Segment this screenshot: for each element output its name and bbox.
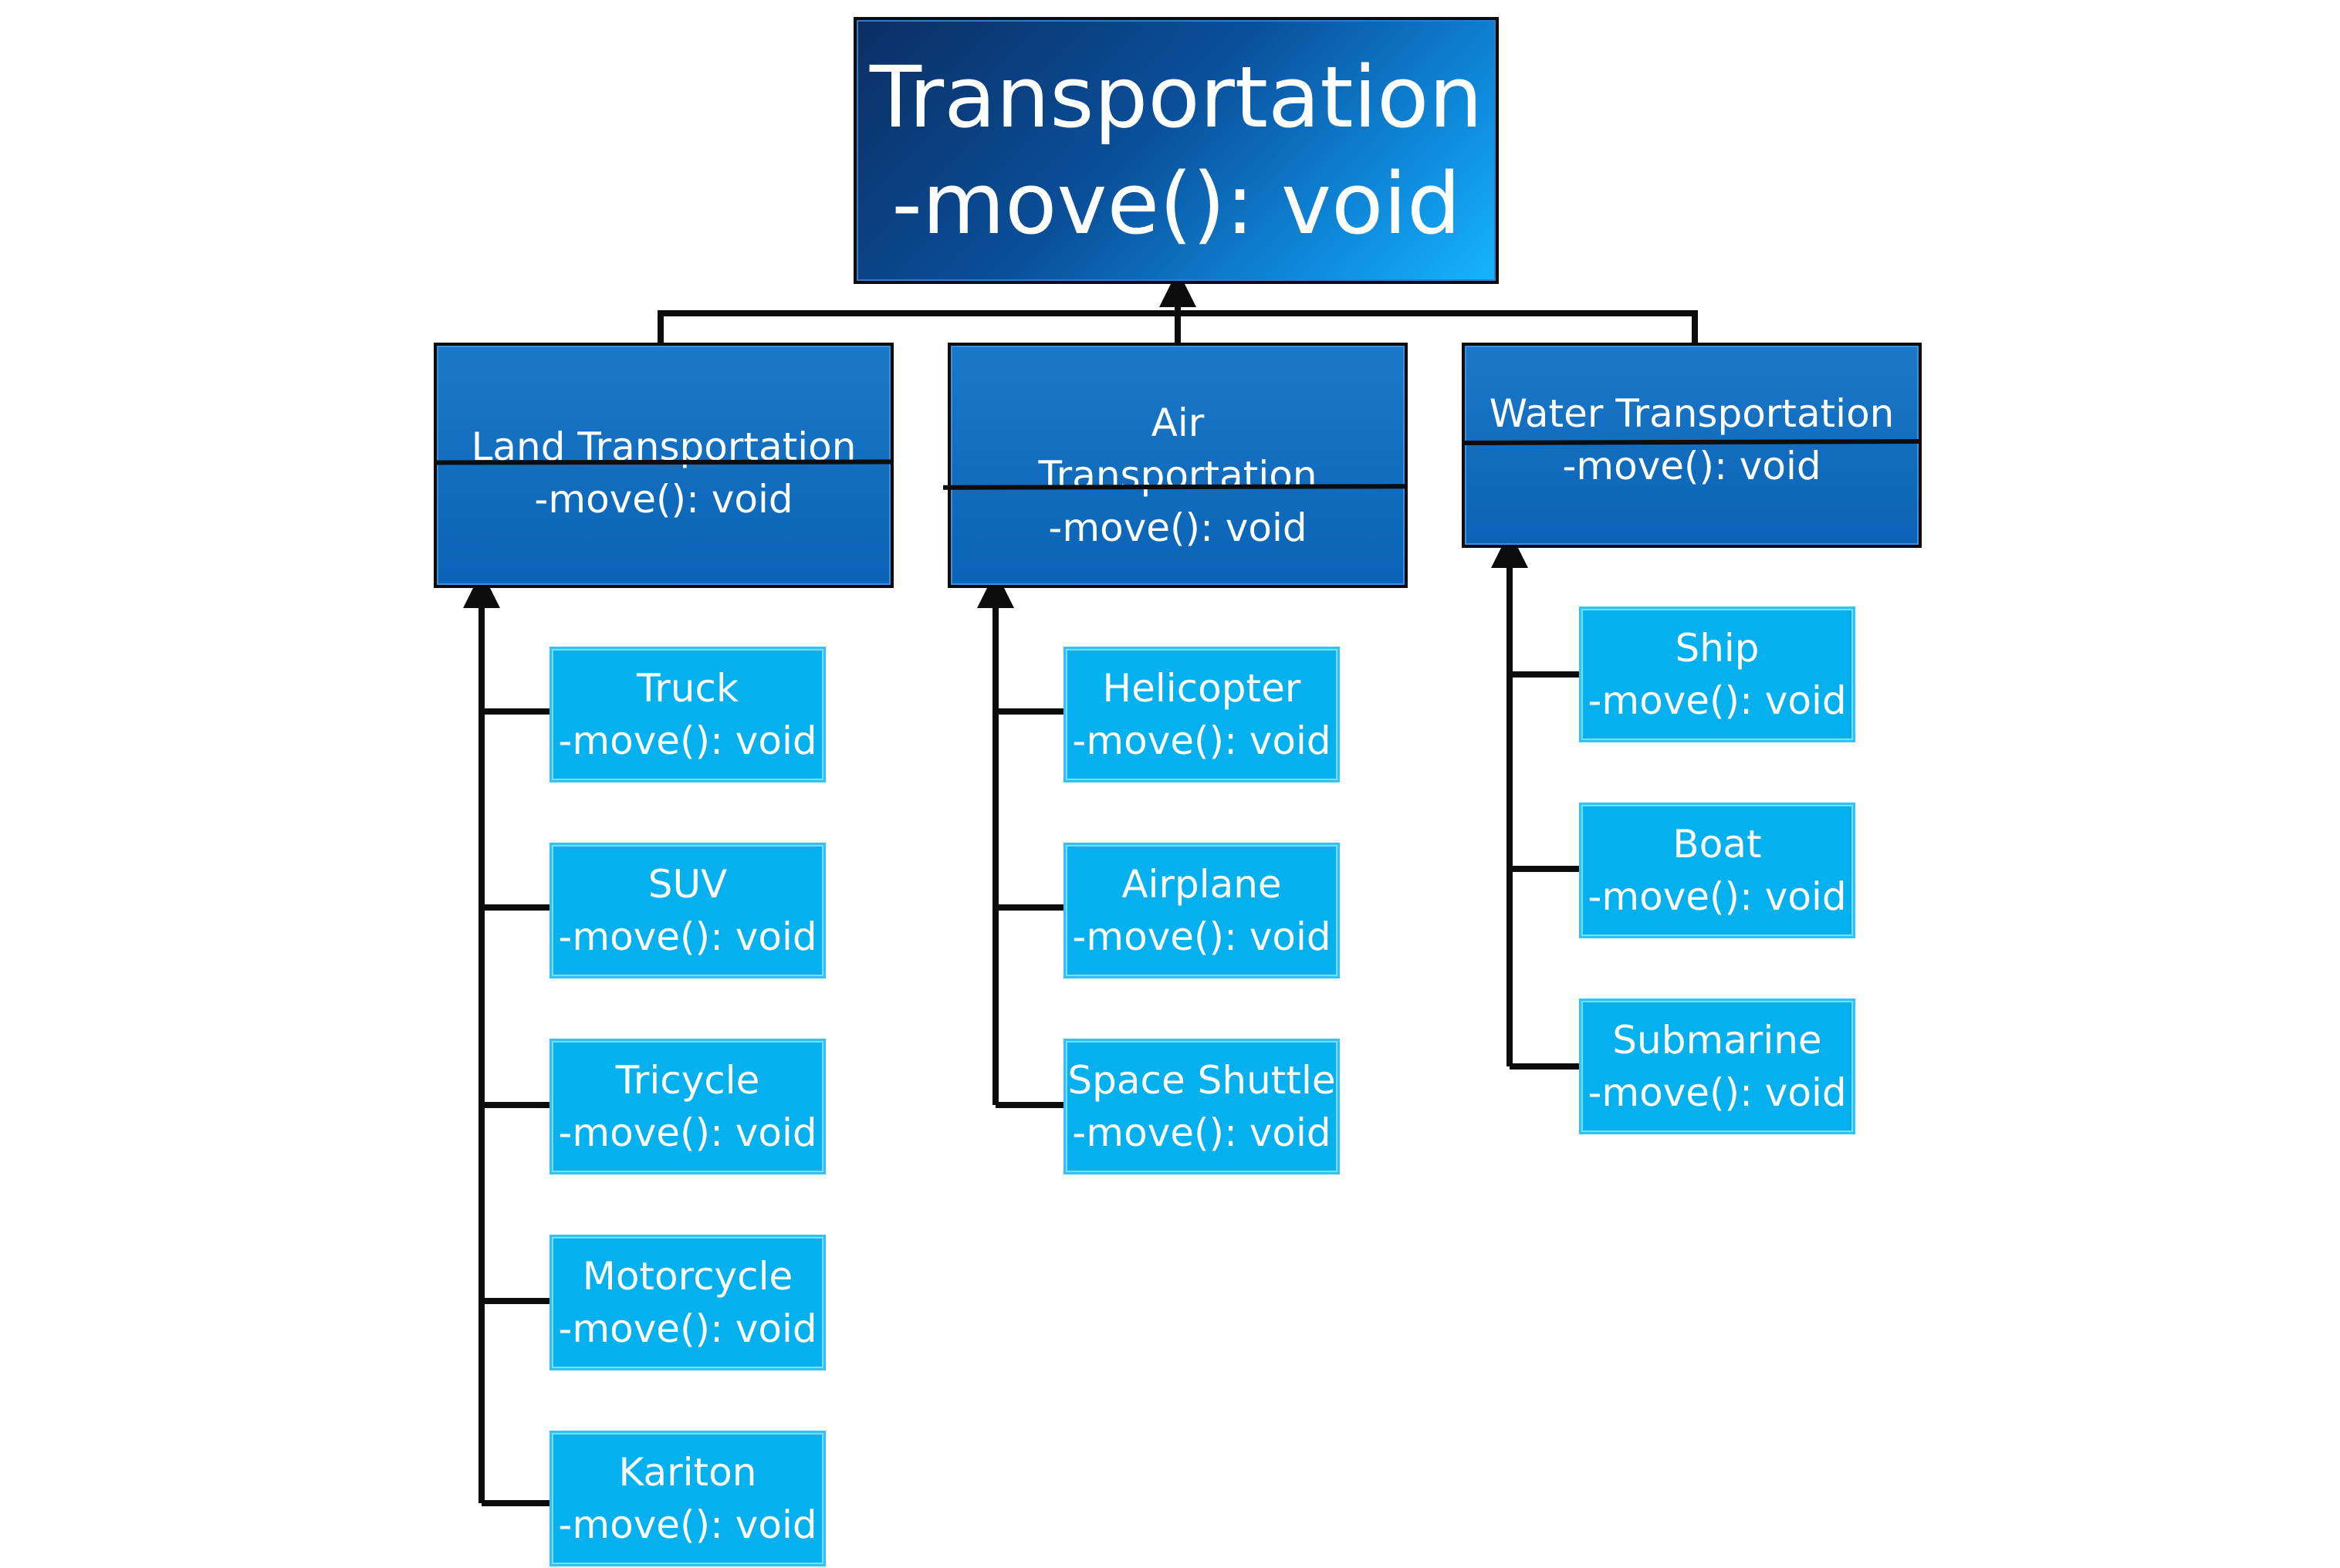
suv-class-method: -move(): void	[558, 914, 817, 959]
air-transportation-method: -move(): void	[1048, 505, 1307, 550]
airplane-class-box: Airplane -move(): void	[1063, 843, 1340, 978]
land-transportation-divider	[433, 459, 894, 465]
motorcycle-class-name: Motorcycle	[582, 1254, 793, 1299]
boat-class-name: Boat	[1672, 822, 1762, 867]
submarine-class-name: Submarine	[1612, 1018, 1822, 1063]
kariton-class-box: Kariton -move(): void	[549, 1431, 826, 1566]
boat-class-box: Boat -move(): void	[1579, 803, 1855, 938]
truck-class-box: Truck -move(): void	[549, 647, 826, 782]
ship-class-method: -move(): void	[1588, 678, 1847, 723]
motorcycle-class-box: Motorcycle -move(): void	[549, 1235, 826, 1370]
suv-class-name: SUV	[648, 862, 728, 907]
space-shuttle-class-box: Space Shuttle -move(): void	[1063, 1039, 1340, 1174]
root-class-method: -move(): void	[891, 154, 1461, 253]
water-transportation-method: -move(): void	[1562, 444, 1821, 488]
kariton-class-method: -move(): void	[558, 1502, 817, 1547]
land-transportation-name: Land Transportation	[471, 424, 857, 469]
air-transportation-box: Air Transportation -move(): void	[948, 343, 1408, 588]
suv-class-box: SUV -move(): void	[549, 843, 826, 978]
airplane-class-method: -move(): void	[1072, 914, 1331, 959]
helicopter-class-box: Helicopter -move(): void	[1063, 647, 1340, 782]
submarine-class-box: Submarine -move(): void	[1579, 999, 1855, 1134]
water-transportation-name: Water Transportation	[1489, 391, 1895, 436]
ship-class-name: Ship	[1675, 626, 1760, 671]
ship-class-box: Ship -move(): void	[1579, 607, 1855, 742]
air-transportation-name-line1: Air	[1151, 400, 1205, 445]
tricycle-class-method: -move(): void	[558, 1110, 817, 1155]
root-class-box: Transportation -move(): void	[854, 17, 1499, 284]
boat-class-method: -move(): void	[1588, 874, 1847, 919]
root-class-name: Transportation	[869, 48, 1483, 147]
land-transportation-box: Land Transportation -move(): void	[434, 343, 894, 588]
space-shuttle-class-name: Space Shuttle	[1067, 1058, 1336, 1103]
land-transportation-method: -move(): void	[534, 477, 793, 522]
tricycle-class-box: Tricycle -move(): void	[549, 1039, 826, 1174]
space-shuttle-class-method: -move(): void	[1072, 1110, 1331, 1155]
helicopter-class-method: -move(): void	[1072, 718, 1331, 763]
truck-class-method: -move(): void	[558, 718, 817, 763]
air-transportation-name-line2: Transportation	[1038, 453, 1317, 498]
helicopter-class-name: Helicopter	[1102, 666, 1301, 711]
water-transportation-box: Water Transportation -move(): void	[1462, 343, 1922, 548]
tricycle-class-name: Tricycle	[615, 1058, 760, 1103]
kariton-class-name: Kariton	[618, 1450, 757, 1495]
submarine-class-method: -move(): void	[1588, 1070, 1847, 1115]
motorcycle-class-method: -move(): void	[558, 1306, 817, 1351]
airplane-class-name: Airplane	[1121, 862, 1282, 907]
truck-class-name: Truck	[637, 666, 739, 711]
